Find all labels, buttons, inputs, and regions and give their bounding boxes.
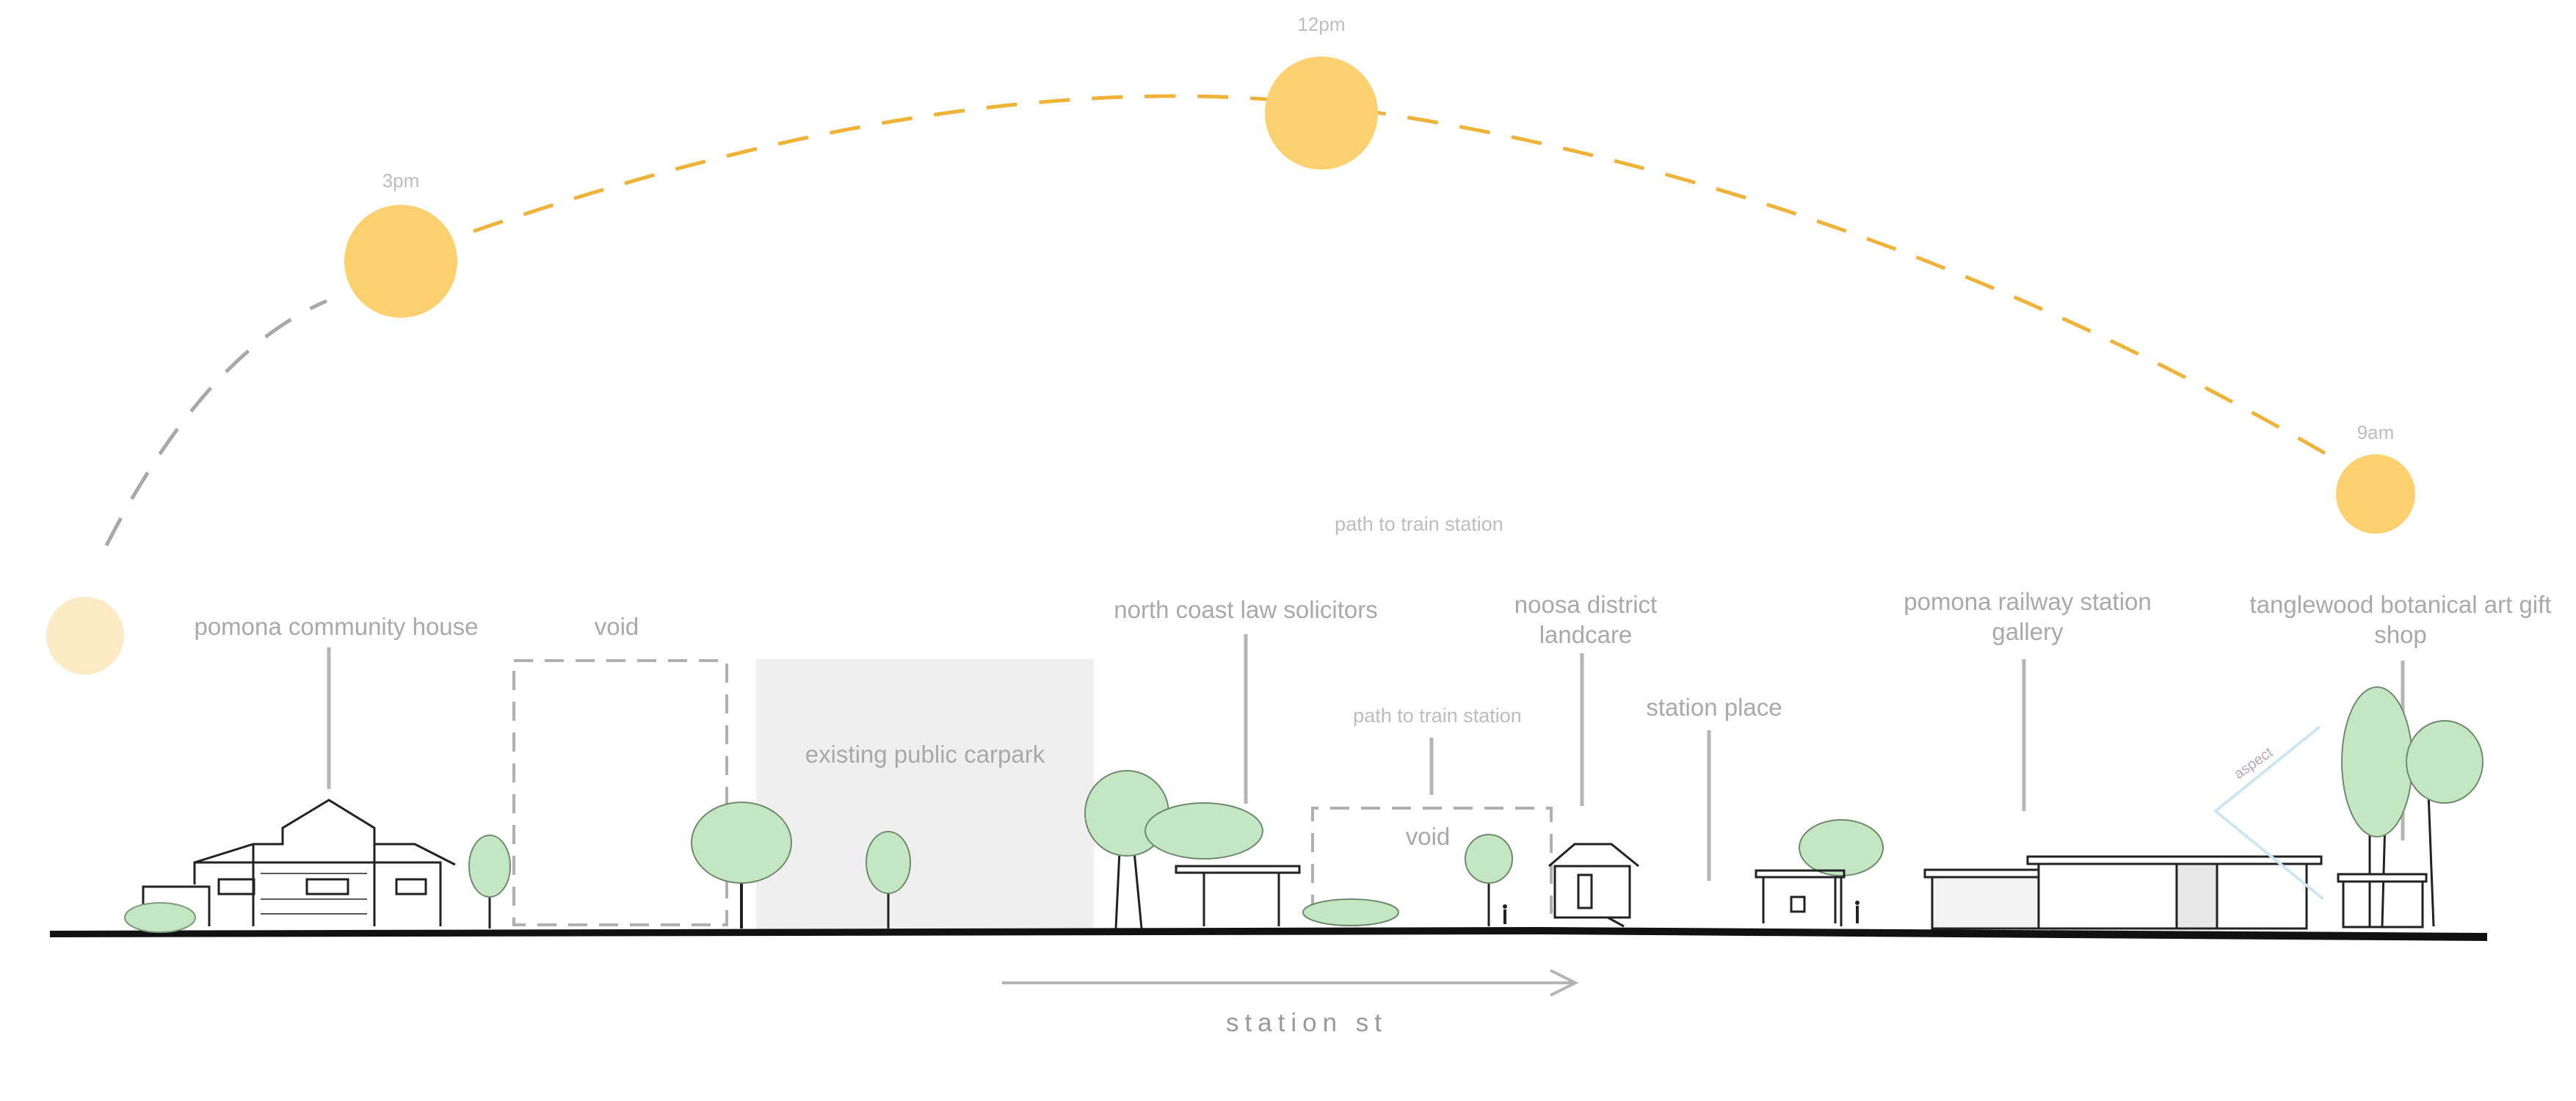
sun-arc-day bbox=[473, 94, 2336, 461]
label-station-place: station place bbox=[1646, 694, 1782, 721]
label-gift-shop: tanglewood botanical art gift shop bbox=[2249, 591, 2552, 649]
sun-3pm-icon bbox=[344, 205, 457, 318]
label-path-mid: path to train station bbox=[1353, 705, 1522, 727]
leader-lines bbox=[327, 634, 2405, 881]
time-label-12pm: 12pm bbox=[1297, 13, 1346, 35]
tree-9 bbox=[2406, 720, 2484, 927]
aspect-indicator-lines bbox=[2213, 725, 2325, 901]
tree-5 bbox=[1144, 802, 1263, 860]
time-label-9am: 9am bbox=[2357, 421, 2395, 443]
sun-path bbox=[46, 57, 2415, 675]
label-void-mid: void bbox=[1405, 823, 1451, 850]
label-community-house: pomona community house bbox=[194, 613, 479, 640]
tree-3 bbox=[866, 831, 911, 929]
label-path-top: path to train station bbox=[1335, 513, 1503, 535]
landcare-building bbox=[1548, 843, 1639, 928]
label-street: station st bbox=[1225, 1009, 1388, 1037]
person-figure-2 bbox=[1855, 901, 1860, 923]
tree-2 bbox=[691, 802, 792, 929]
person-figure bbox=[1503, 904, 1507, 924]
tree-7 bbox=[1799, 819, 1884, 926]
law-solicitors-building bbox=[1175, 865, 1301, 926]
carpark-block bbox=[756, 659, 1094, 932]
gallery-building bbox=[1923, 855, 2323, 930]
gift-shop-building bbox=[2337, 873, 2428, 929]
community-house-building bbox=[142, 799, 456, 926]
label-gallery: pomona railway station gallery bbox=[1904, 588, 2152, 646]
sun-arc-evening bbox=[104, 299, 327, 547]
shrub-left bbox=[124, 902, 196, 933]
label-landcare: noosa district landcare bbox=[1514, 591, 1658, 649]
station-place-building bbox=[1755, 869, 1846, 923]
label-law-solicitors: north coast law solicitors bbox=[1114, 596, 1378, 623]
tree-6 bbox=[1465, 834, 1513, 926]
sun-12pm-icon bbox=[1265, 57, 1378, 170]
sun-sunset-icon bbox=[46, 597, 124, 675]
tree-8 bbox=[2341, 686, 2413, 927]
void-mid-outline bbox=[1311, 807, 1553, 914]
trees bbox=[468, 686, 2484, 929]
time-label-3pm: 3pm bbox=[382, 170, 420, 192]
tree-1 bbox=[468, 835, 511, 929]
label-void-left: void bbox=[594, 613, 639, 640]
label-carpark: existing public carpark bbox=[805, 741, 1045, 768]
sun-9am-icon bbox=[2336, 454, 2415, 534]
ground-line bbox=[50, 927, 2487, 941]
shrub-mid bbox=[1302, 898, 1399, 926]
tree-4 bbox=[1084, 770, 1169, 929]
street-arrow bbox=[1002, 969, 1579, 997]
void-left-outline bbox=[512, 659, 728, 926]
